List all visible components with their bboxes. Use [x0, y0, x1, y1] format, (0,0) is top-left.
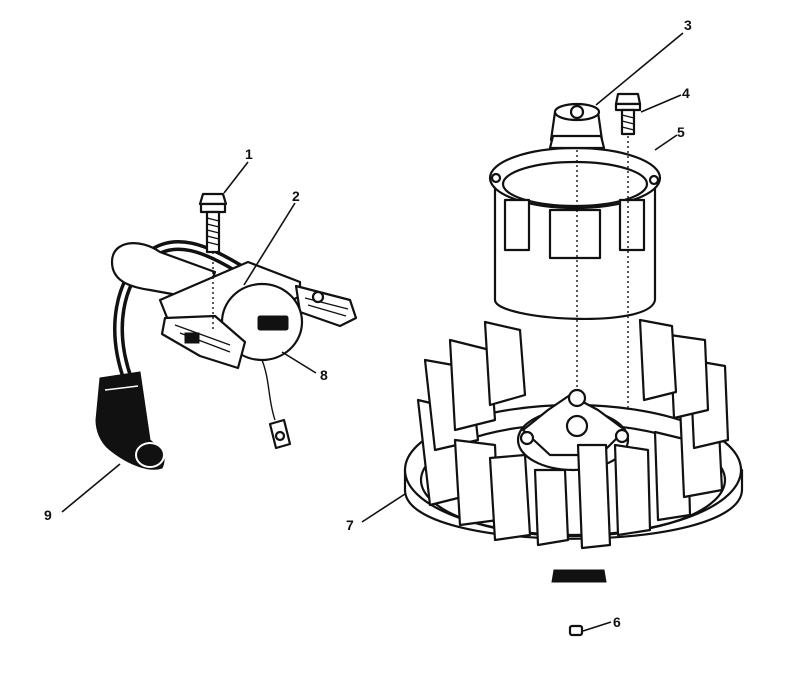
callout-6: 6	[613, 614, 621, 630]
callout-9: 9	[44, 507, 52, 523]
callout-3: 3	[684, 17, 692, 33]
callout-leaders	[61, 32, 684, 632]
callout-4: 4	[682, 85, 690, 101]
flywheel-nut	[548, 102, 606, 400]
flywheel-key	[568, 624, 584, 637]
cup-screw	[614, 92, 642, 438]
callout-8: 8	[320, 367, 328, 383]
coil-mounting-bolt	[198, 192, 228, 330]
flywheel-cup-housing	[488, 146, 662, 321]
callout-1: 1	[245, 146, 253, 162]
callout-2: 2	[292, 188, 300, 204]
callout-5: 5	[677, 124, 685, 140]
ignition-coil-assembly	[95, 239, 358, 470]
flywheel	[403, 318, 744, 583]
callout-7: 7	[346, 517, 354, 533]
